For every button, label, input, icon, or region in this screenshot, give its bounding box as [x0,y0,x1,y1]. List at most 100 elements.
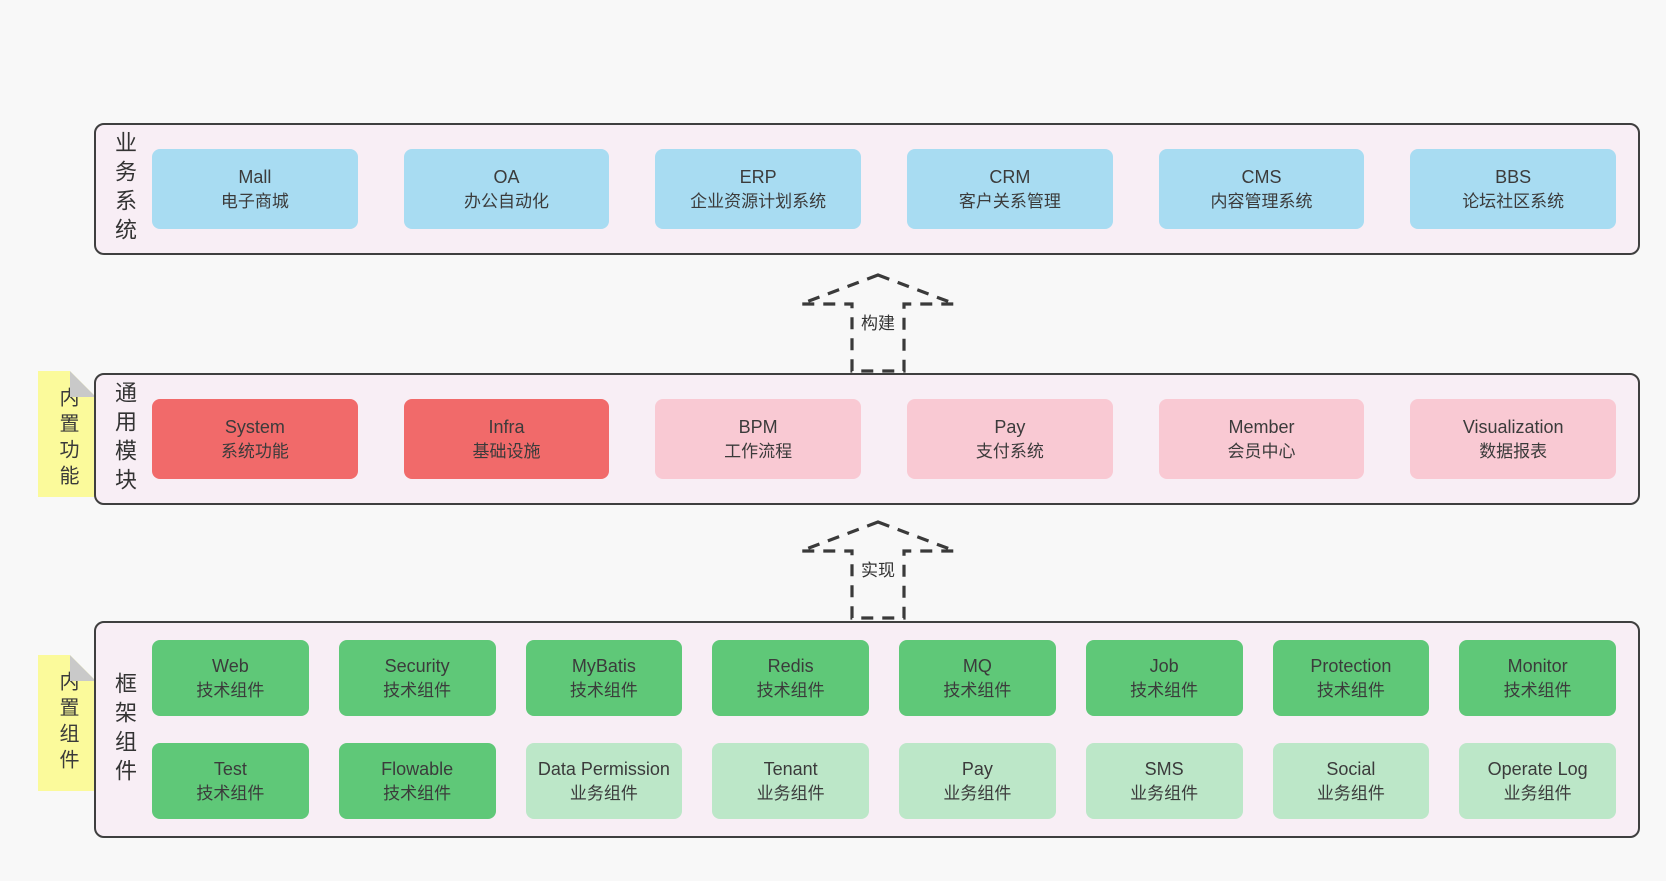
box-subtitle: 业务组件 [1316,783,1385,803]
box-title: Data Permission [537,758,670,779]
box-subtitle: 内容管理系统 [1210,191,1313,211]
box-security: Security 技术组件 [338,640,496,716]
box-title: BPM [738,416,778,437]
box-subtitle: 会员中心 [1227,441,1296,461]
box-cms: CMS 内容管理系统 [1158,149,1365,229]
box-crm: CRM 客户关系管理 [907,149,1113,229]
box-title: OA [493,166,520,187]
box-subtitle: 技术组件 [196,783,265,803]
dashed-up-arrow-shape [800,520,956,620]
box-title: Tenant [763,758,818,779]
box-title: Social [1326,758,1376,779]
sticky-note-label: 内置功能 [56,387,78,491]
layer-label-column: 通用模块 [96,375,152,503]
box-title: Operate Log [1487,758,1588,779]
box-title: Pay [961,758,993,779]
box-redis: Redis 技术组件 [712,640,869,716]
box-subtitle: 业务组件 [943,783,1012,803]
box-title: Test [213,758,247,779]
box-subtitle: 数据报表 [1479,441,1548,461]
box-title: BBS [1495,166,1532,187]
box-title: Security [384,655,450,676]
box-title: Job [1149,655,1179,676]
box-subtitle: 基础设施 [472,441,541,461]
box-subtitle: 技术组件 [1316,680,1385,700]
box-system: System 系统功能 [152,399,358,479]
box-title: CRM [989,166,1031,187]
box-title: Visualization [1462,416,1564,437]
box-subtitle: 技术组件 [943,680,1012,700]
box-title: Mall [238,166,272,187]
box-subtitle: 业务组件 [756,783,825,803]
box-mq: MQ 技术组件 [899,640,1056,716]
box-subtitle: 业务组件 [1503,783,1572,803]
box-bpm: BPM 工作流程 [655,399,862,479]
box-job: Job 技术组件 [1085,640,1243,716]
sticky-fold-corner [70,371,96,397]
box-subtitle: 支付系统 [975,441,1044,461]
box-subtitle: 工作流程 [724,441,793,461]
arrow-label: 实现 [856,555,900,582]
box-flowable: Flowable 技术组件 [338,743,496,819]
box-sms: SMS 业务组件 [1085,743,1243,819]
box-title: MyBatis [571,655,636,676]
box-subtitle: 技术组件 [756,680,825,700]
box-subtitle: 办公自动化 [464,191,549,211]
box-pay: Pay 业务组件 [899,743,1056,819]
box-visualization: Visualization 数据报表 [1410,399,1617,479]
box-subtitle: 业务组件 [1130,783,1199,803]
box-mybatis: MyBatis 技术组件 [525,640,683,716]
box-title: ERP [739,166,777,187]
box-tenant: Tenant 业务组件 [712,743,869,819]
box-title: Redis [767,655,814,676]
box-title: MQ [962,655,992,676]
box-subtitle: 客户关系管理 [958,191,1061,211]
box-title: CMS [1241,166,1282,187]
sticky-note-label: 内置组件 [56,671,78,775]
box-test: Test 技术组件 [152,743,309,819]
box-erp: ERP 企业资源计划系统 [655,149,862,229]
sticky-note-builtin-features: 内置功能 [38,371,96,497]
arrow-label: 构建 [856,308,900,335]
box-member: Member 会员中心 [1158,399,1365,479]
box-title: Pay [994,416,1026,437]
box-subtitle: 技术组件 [1503,680,1572,700]
box-subtitle: 技术组件 [1130,680,1199,700]
box-social: Social 业务组件 [1272,743,1430,819]
layer-label-column: 业务系统 [96,125,152,253]
box-subtitle: 技术组件 [569,680,638,700]
box-pay: Pay 支付系统 [907,399,1113,479]
box-title: System [224,416,285,437]
layer-label: 框架组件 [112,671,137,788]
arrow-build: 构建 [798,272,958,374]
box-subtitle: 技术组件 [383,783,452,803]
box-subtitle: 技术组件 [383,680,452,700]
box-subtitle: 技术组件 [196,680,265,700]
layer-business-systems: 业务系统 Mall 电子商城 OA 办公自动化 ERP 企业资源计划系统 CRM 客户关系管理… [94,123,1640,255]
box-subtitle: 企业资源计划系统 [690,191,827,211]
layer-label: 通用模块 [112,381,137,497]
box-subtitle: 电子商城 [220,191,289,211]
business-box-row: Mall 电子商城 OA 办公自动化 ERP 企业资源计划系统 CRM 客户关系管理 CMS 内容… [152,149,1617,229]
arrow-implement: 实现 [798,519,958,621]
box-mall: Mall 电子商城 [152,149,358,229]
layer-label: 业务系统 [112,131,137,247]
sticky-fold-corner [70,655,96,681]
box-title: SMS [1144,758,1184,779]
box-title: Flowable [381,758,454,779]
box-monitor: Monitor 技术组件 [1459,640,1616,716]
box-subtitle: 系统功能 [220,441,289,461]
box-title: Member [1228,416,1295,437]
box-title: Monitor [1507,655,1568,676]
box-operate-log: Operate Log 业务组件 [1459,743,1616,819]
